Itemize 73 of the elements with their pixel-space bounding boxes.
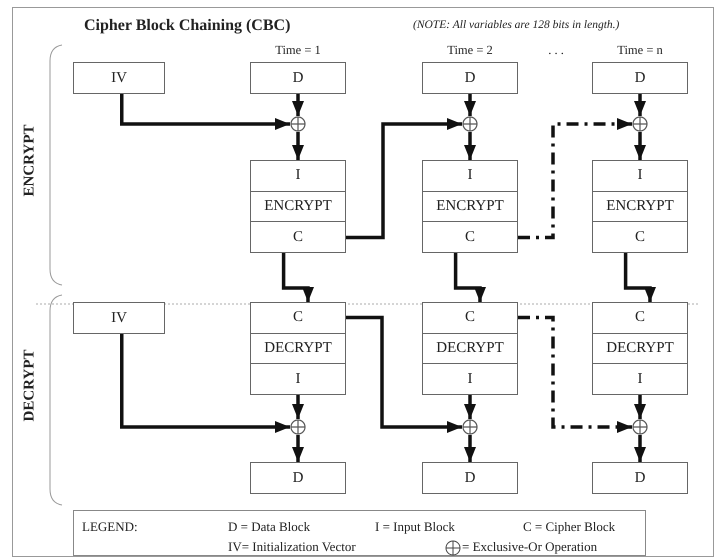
block-field: I <box>468 370 472 388</box>
xor-circle <box>632 116 648 132</box>
legend-heading: LEGEND: <box>82 519 138 535</box>
data-block: IV <box>73 302 165 334</box>
arrow <box>454 253 486 302</box>
arrow <box>282 253 314 302</box>
cipher-stage-block <box>592 302 688 395</box>
arrow <box>624 253 656 302</box>
diagram-title: Cipher Block Chaining (CBC) <box>84 17 290 35</box>
arrow <box>634 395 646 419</box>
block-field: DECRYPT <box>606 340 674 357</box>
arrow <box>634 94 646 116</box>
block-field: C <box>292 309 303 326</box>
block-field: C <box>464 309 475 326</box>
data-block: D <box>250 462 346 494</box>
cipher-stage-block <box>250 160 346 253</box>
block-field: I <box>296 167 300 184</box>
legend-entry: IV= Initialization Vector <box>228 539 356 555</box>
arrow <box>634 132 646 160</box>
arrow <box>346 316 462 433</box>
block-field: C <box>464 228 475 246</box>
data-block: D <box>592 462 688 494</box>
section-label: ENCRYPT <box>22 124 38 196</box>
arrow <box>292 435 304 462</box>
note-text: (NOTE: All variables are 128 bits in length.) <box>413 19 620 31</box>
block-field: C <box>634 228 645 246</box>
xor-circle <box>290 116 306 132</box>
time-label: Time = 1 <box>275 43 321 58</box>
block-field: I <box>638 370 642 388</box>
block-field: C <box>634 309 645 326</box>
block-field: I <box>296 370 300 388</box>
cipher-stage-block <box>422 302 518 395</box>
cipher-stage-block <box>422 160 518 253</box>
arrow <box>292 94 304 116</box>
arrow <box>518 316 632 433</box>
section-label: DECRYPT <box>22 349 38 421</box>
arrow <box>120 334 290 433</box>
time-label: Time = n <box>617 43 663 58</box>
ellipsis-text: . . . <box>548 43 564 58</box>
cipher-stage-block <box>250 302 346 395</box>
xor-circle <box>462 419 478 435</box>
block-field: DECRYPT <box>436 340 504 357</box>
xor-circle <box>462 116 478 132</box>
arrow <box>292 132 304 160</box>
legend-entry: C = Cipher Block <box>523 519 616 535</box>
legend-entry: = Exclusive-Or Operation <box>462 539 598 555</box>
block-field: ENCRYPT <box>436 198 504 215</box>
arrow <box>634 435 646 462</box>
data-block: IV <box>73 62 165 94</box>
block-field: I <box>468 167 472 184</box>
cipher-stage-block <box>592 160 688 253</box>
arrow <box>120 94 290 130</box>
block-field: DECRYPT <box>264 340 332 357</box>
block-field: C <box>292 228 303 246</box>
legend-entry: I = Input Block <box>375 519 455 535</box>
xor-circle <box>632 419 648 435</box>
data-block: D <box>422 462 518 494</box>
data-block: D <box>422 62 518 94</box>
data-block: D <box>592 62 688 94</box>
block-field: ENCRYPT <box>606 198 674 215</box>
arrow <box>464 94 476 116</box>
xor-circle <box>290 419 306 435</box>
arrow <box>464 435 476 462</box>
time-label: Time = 2 <box>447 43 493 58</box>
arrow <box>518 118 632 240</box>
arrow <box>346 118 462 240</box>
arrow <box>464 132 476 160</box>
arrow <box>292 395 304 419</box>
block-field: I <box>638 167 642 184</box>
data-block: D <box>250 62 346 94</box>
legend-entry: D = Data Block <box>228 519 310 535</box>
block-field: ENCRYPT <box>264 198 332 215</box>
arrow <box>464 395 476 419</box>
